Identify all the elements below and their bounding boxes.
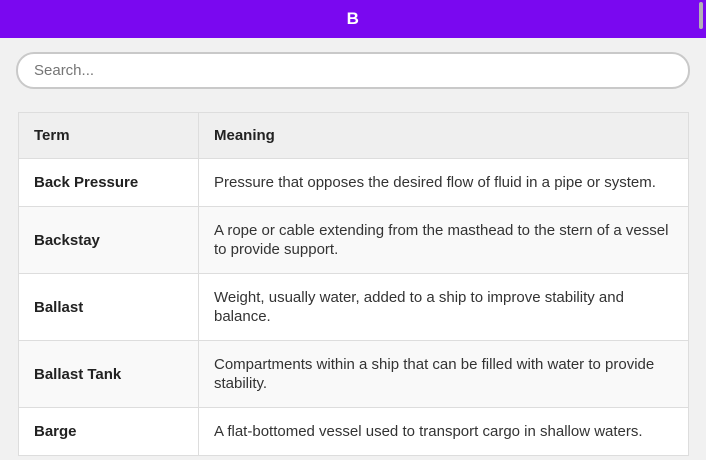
column-header-term: Term: [18, 112, 199, 159]
term-cell: Ballast Tank: [18, 340, 199, 408]
table-row: Ballast Tank Compartments within a ship …: [18, 340, 689, 408]
term-cell: Back Pressure: [18, 158, 199, 207]
table-container: Term Meaning Back Pressure Pressure that…: [0, 89, 706, 456]
meaning-cell: Weight, usually water, added to a ship t…: [198, 273, 689, 341]
scrollbar-thumb[interactable]: [699, 2, 703, 29]
search-bar: [0, 38, 706, 89]
term-cell: Ballast: [18, 273, 199, 341]
term-cell: Backstay: [18, 206, 199, 274]
page-header: B: [0, 0, 706, 38]
meaning-cell: Compartments within a ship that can be f…: [198, 340, 689, 408]
search-input[interactable]: [16, 52, 690, 89]
meaning-cell: Pressure that opposes the desired flow o…: [198, 158, 689, 207]
meaning-cell: A rope or cable extending from the masth…: [198, 206, 689, 274]
table-row: Ballast Weight, usually water, added to …: [18, 273, 689, 341]
table-header-row: Term Meaning: [18, 112, 689, 159]
meaning-cell: A flat-bottomed vessel used to transport…: [198, 407, 689, 456]
term-cell: Barge: [18, 407, 199, 456]
page-title: B: [346, 9, 360, 28]
column-header-meaning: Meaning: [198, 112, 689, 159]
table-row: Back Pressure Pressure that opposes the …: [18, 158, 689, 207]
glossary-table: Term Meaning Back Pressure Pressure that…: [18, 112, 689, 456]
table-row: Barge A flat-bottomed vessel used to tra…: [18, 407, 689, 456]
table-row: Backstay A rope or cable extending from …: [18, 206, 689, 274]
